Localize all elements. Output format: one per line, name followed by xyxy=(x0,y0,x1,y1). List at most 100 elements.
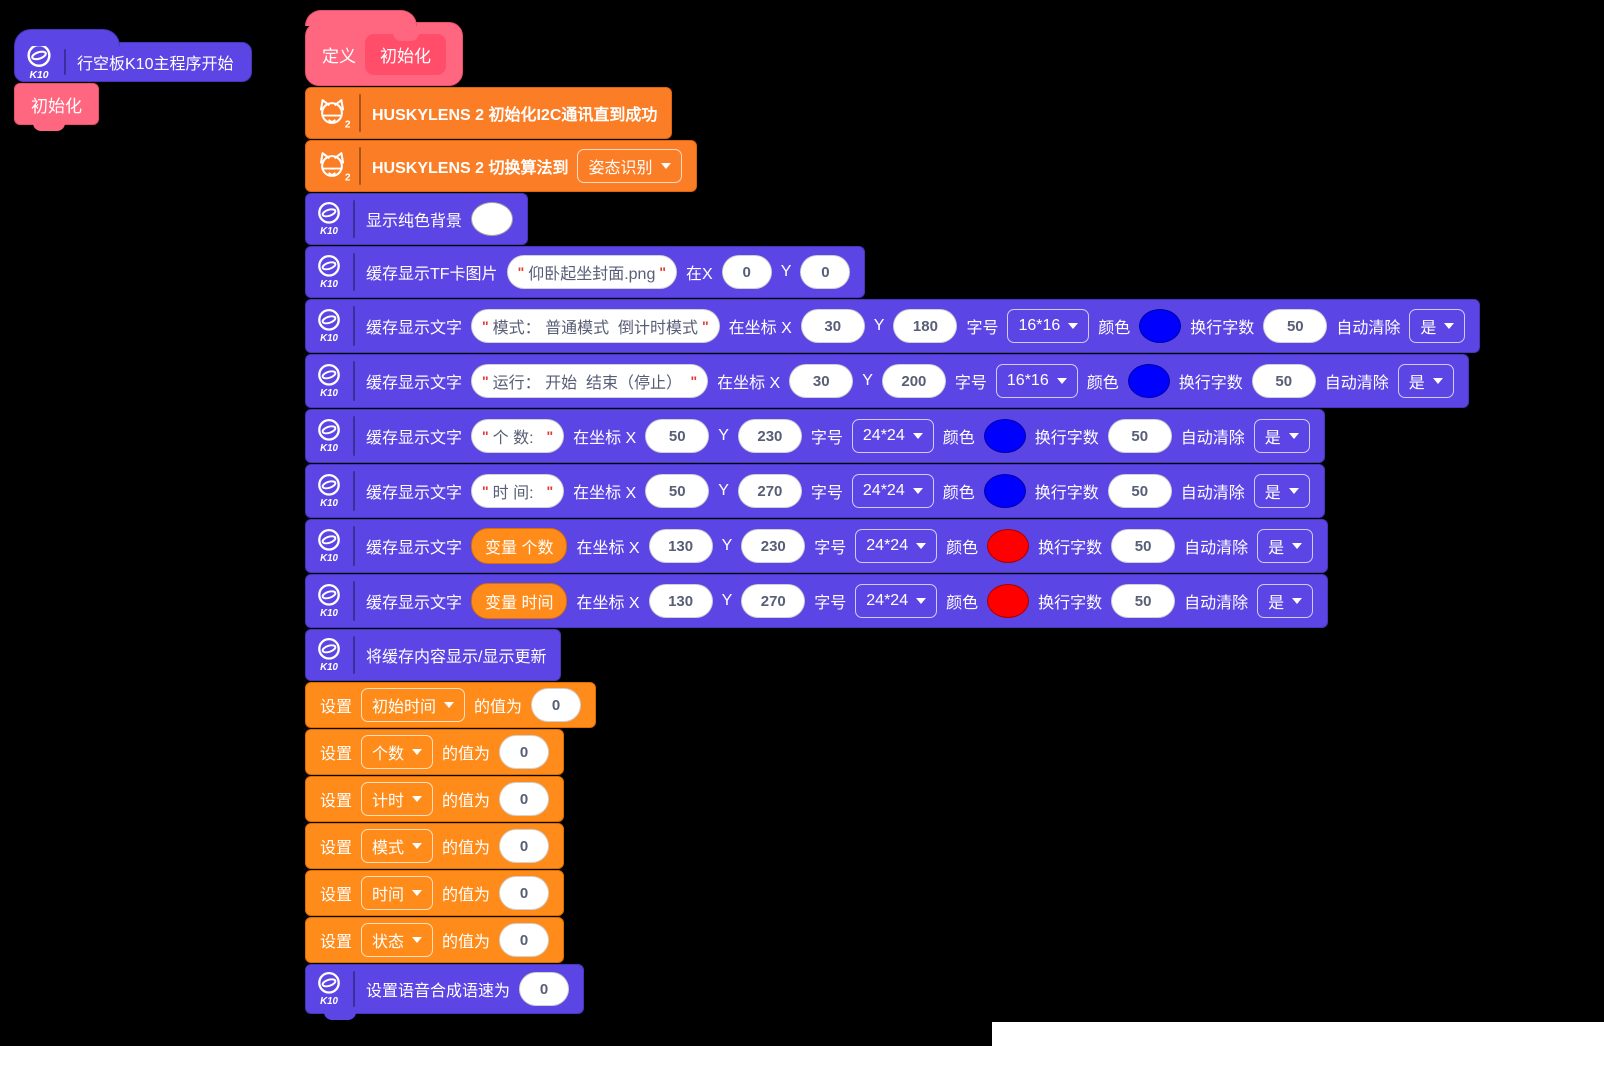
color-swatch[interactable] xyxy=(987,584,1030,618)
cache-show-text-block[interactable]: K10 缓存显示文字 变量 个数 在坐标 X 130 Y 230 字号 24*2… xyxy=(305,519,1329,573)
variable-dropdown-value: 初始时间 xyxy=(372,699,437,716)
y-input[interactable]: 200 xyxy=(881,364,946,398)
x-input[interactable]: 30 xyxy=(789,364,854,398)
value-input[interactable]: 0 xyxy=(499,782,550,816)
cmd-label: 缓存显示文字 xyxy=(366,485,463,502)
auto-clear-dropdown[interactable]: 是 xyxy=(1257,529,1314,563)
huskylens-init-block[interactable]: 2 HUSKYLENS 2 初始化I2C通讯直到成功 xyxy=(305,87,673,139)
variable-dropdown[interactable]: 时间 xyxy=(361,876,434,910)
quote-icon: " xyxy=(702,318,709,334)
x-input[interactable]: 50 xyxy=(645,474,710,508)
auto-clear-dropdown[interactable]: 是 xyxy=(1253,474,1310,508)
font-size-label: 字号 xyxy=(954,375,987,392)
define-name-pill[interactable]: 初始化 xyxy=(365,33,446,75)
x-input[interactable]: 50 xyxy=(645,419,710,453)
color-swatch[interactable] xyxy=(1127,364,1170,398)
font-size-label: 字号 xyxy=(810,485,843,502)
font-size-dropdown[interactable]: 24*24 xyxy=(855,584,938,618)
string-input[interactable]: " 运行： 开始 结束（停止） " xyxy=(471,364,709,398)
algorithm-dropdown[interactable]: 姿态识别 xyxy=(577,149,682,183)
variable-dropdown-value: 个数 xyxy=(372,746,405,763)
wrap-count-input[interactable]: 50 xyxy=(1251,364,1316,398)
cache-show-text-block[interactable]: K10 缓存显示文字 " 个 数: " 在坐标 X 50 Y 230 字号 24… xyxy=(305,409,1325,463)
variable-dropdown[interactable]: 计时 xyxy=(361,782,434,816)
font-size-dropdown[interactable]: 24*24 xyxy=(851,419,934,453)
variable-dropdown[interactable]: 模式 xyxy=(361,829,434,863)
value-input[interactable]: 0 xyxy=(499,829,550,863)
string-input[interactable]: " 模式： 普通模式 倒计时模式 " xyxy=(471,309,720,343)
variable-pill[interactable]: 变量 时间 xyxy=(471,583,568,619)
color-swatch[interactable] xyxy=(983,474,1026,508)
value-input[interactable]: 0 xyxy=(499,876,550,910)
y-label: Y xyxy=(718,482,729,499)
y-input[interactable]: 180 xyxy=(893,309,958,343)
cmd-label: 缓存显示文字 xyxy=(366,375,463,392)
show-solid-background-block[interactable]: K10 显示纯色背景 xyxy=(305,193,529,245)
k10-start-hat-block[interactable]: K10 行空板K10主程序开始 xyxy=(14,29,253,82)
tf-x-input[interactable]: 0 xyxy=(721,255,772,289)
set-variable-block[interactable]: 设置 初始时间 的值为 0 xyxy=(305,682,597,728)
tf-file-input[interactable]: " 仰卧起坐封面.png " xyxy=(506,255,677,289)
variable-dropdown[interactable]: 个数 xyxy=(361,735,434,769)
y-input[interactable]: 230 xyxy=(741,529,806,563)
auto-clear-dropdown[interactable]: 是 xyxy=(1257,584,1314,618)
call-init-block[interactable]: 初始化 xyxy=(14,83,99,131)
font-size-dropdown[interactable]: 24*24 xyxy=(851,474,934,508)
value-input[interactable]: 0 xyxy=(499,735,550,769)
y-input[interactable]: 270 xyxy=(737,474,802,508)
set-keyword: 设置 xyxy=(320,793,353,810)
auto-clear-dropdown-value: 是 xyxy=(1420,320,1437,337)
set-variable-block[interactable]: 设置 时间 的值为 0 xyxy=(305,870,565,916)
set-variable-block[interactable]: 设置 状态 的值为 0 xyxy=(305,917,565,963)
cache-show-text-block[interactable]: K10 缓存显示文字 " 时 间: " 在坐标 X 50 Y 270 字号 24… xyxy=(305,464,1325,518)
set-variable-block[interactable]: 设置 计时 的值为 0 xyxy=(305,776,565,822)
value-input[interactable]: 0 xyxy=(531,688,582,722)
flush-display-block[interactable]: K10 将缓存内容显示/显示更新 xyxy=(305,629,562,681)
wrap-count-input[interactable]: 50 xyxy=(1107,419,1172,453)
auto-clear-dropdown[interactable]: 是 xyxy=(1409,309,1466,343)
variable-dropdown[interactable]: 初始时间 xyxy=(361,688,466,722)
string-input[interactable]: " 时 间: " xyxy=(471,474,565,508)
font-size-dropdown[interactable]: 24*24 xyxy=(855,529,938,563)
auto-clear-dropdown[interactable]: 是 xyxy=(1397,364,1454,398)
cache-show-text-block[interactable]: K10 缓存显示文字 变量 时间 在坐标 X 130 Y 270 字号 24*2… xyxy=(305,574,1329,628)
bg-color-swatch[interactable] xyxy=(471,202,514,236)
cmd-label: 缓存显示文字 xyxy=(366,430,463,447)
set-variable-block[interactable]: 设置 个数 的值为 0 xyxy=(305,729,565,775)
value-label: 的值为 xyxy=(442,793,491,810)
x-input[interactable]: 130 xyxy=(648,529,713,563)
define-hat-block[interactable]: 定义 初始化 xyxy=(305,10,463,86)
tf-y-input[interactable]: 0 xyxy=(800,255,851,289)
chevron-down-icon xyxy=(1432,378,1443,384)
color-swatch[interactable] xyxy=(987,529,1030,563)
string-input[interactable]: " 个 数: " xyxy=(471,419,565,453)
x-input[interactable]: 130 xyxy=(648,584,713,618)
color-swatch[interactable] xyxy=(983,419,1026,453)
cache-show-tf-image-block[interactable]: K10 缓存显示TF卡图片 " 仰卧起坐封面.png " 在X 0 Y 0 xyxy=(305,246,866,298)
wrap-count-input[interactable]: 50 xyxy=(1263,309,1328,343)
speech-rate-input[interactable]: 0 xyxy=(519,972,570,1006)
font-size-dropdown[interactable]: 16*16 xyxy=(1007,309,1090,343)
cache-show-text-block[interactable]: K10 缓存显示文字 " 模式： 普通模式 倒计时模式 " 在坐标 X 30 Y… xyxy=(305,299,1481,353)
font-size-dropdown[interactable]: 16*16 xyxy=(995,364,1078,398)
wrap-count-input[interactable]: 50 xyxy=(1107,474,1172,508)
auto-clear-dropdown[interactable]: 是 xyxy=(1253,419,1310,453)
chevron-down-icon xyxy=(412,937,423,943)
speech-rate-block[interactable]: K10 设置语音合成语速为 0 xyxy=(305,964,585,1020)
color-swatch[interactable] xyxy=(1139,309,1182,343)
chevron-down-icon xyxy=(912,488,923,494)
variable-pill[interactable]: 变量 个数 xyxy=(471,528,568,564)
wrap-count-input[interactable]: 50 xyxy=(1111,529,1176,563)
cache-show-text-block[interactable]: K10 缓存显示文字 " 运行： 开始 结束（停止） " 在坐标 X 30 Y … xyxy=(305,354,1469,408)
variable-dropdown[interactable]: 状态 xyxy=(361,923,434,957)
svg-text:K10: K10 xyxy=(320,279,338,290)
wrap-count-input[interactable]: 50 xyxy=(1111,584,1176,618)
huskylens-switch-algo-block[interactable]: 2 HUSKYLENS 2 切换算法到 姿态识别 xyxy=(305,140,697,192)
color-label: 颜色 xyxy=(942,430,975,447)
y-input[interactable]: 230 xyxy=(737,419,802,453)
y-input[interactable]: 270 xyxy=(741,584,806,618)
x-input[interactable]: 30 xyxy=(800,309,865,343)
set-variable-block[interactable]: 设置 模式 的值为 0 xyxy=(305,823,565,869)
value-input[interactable]: 0 xyxy=(499,923,550,957)
